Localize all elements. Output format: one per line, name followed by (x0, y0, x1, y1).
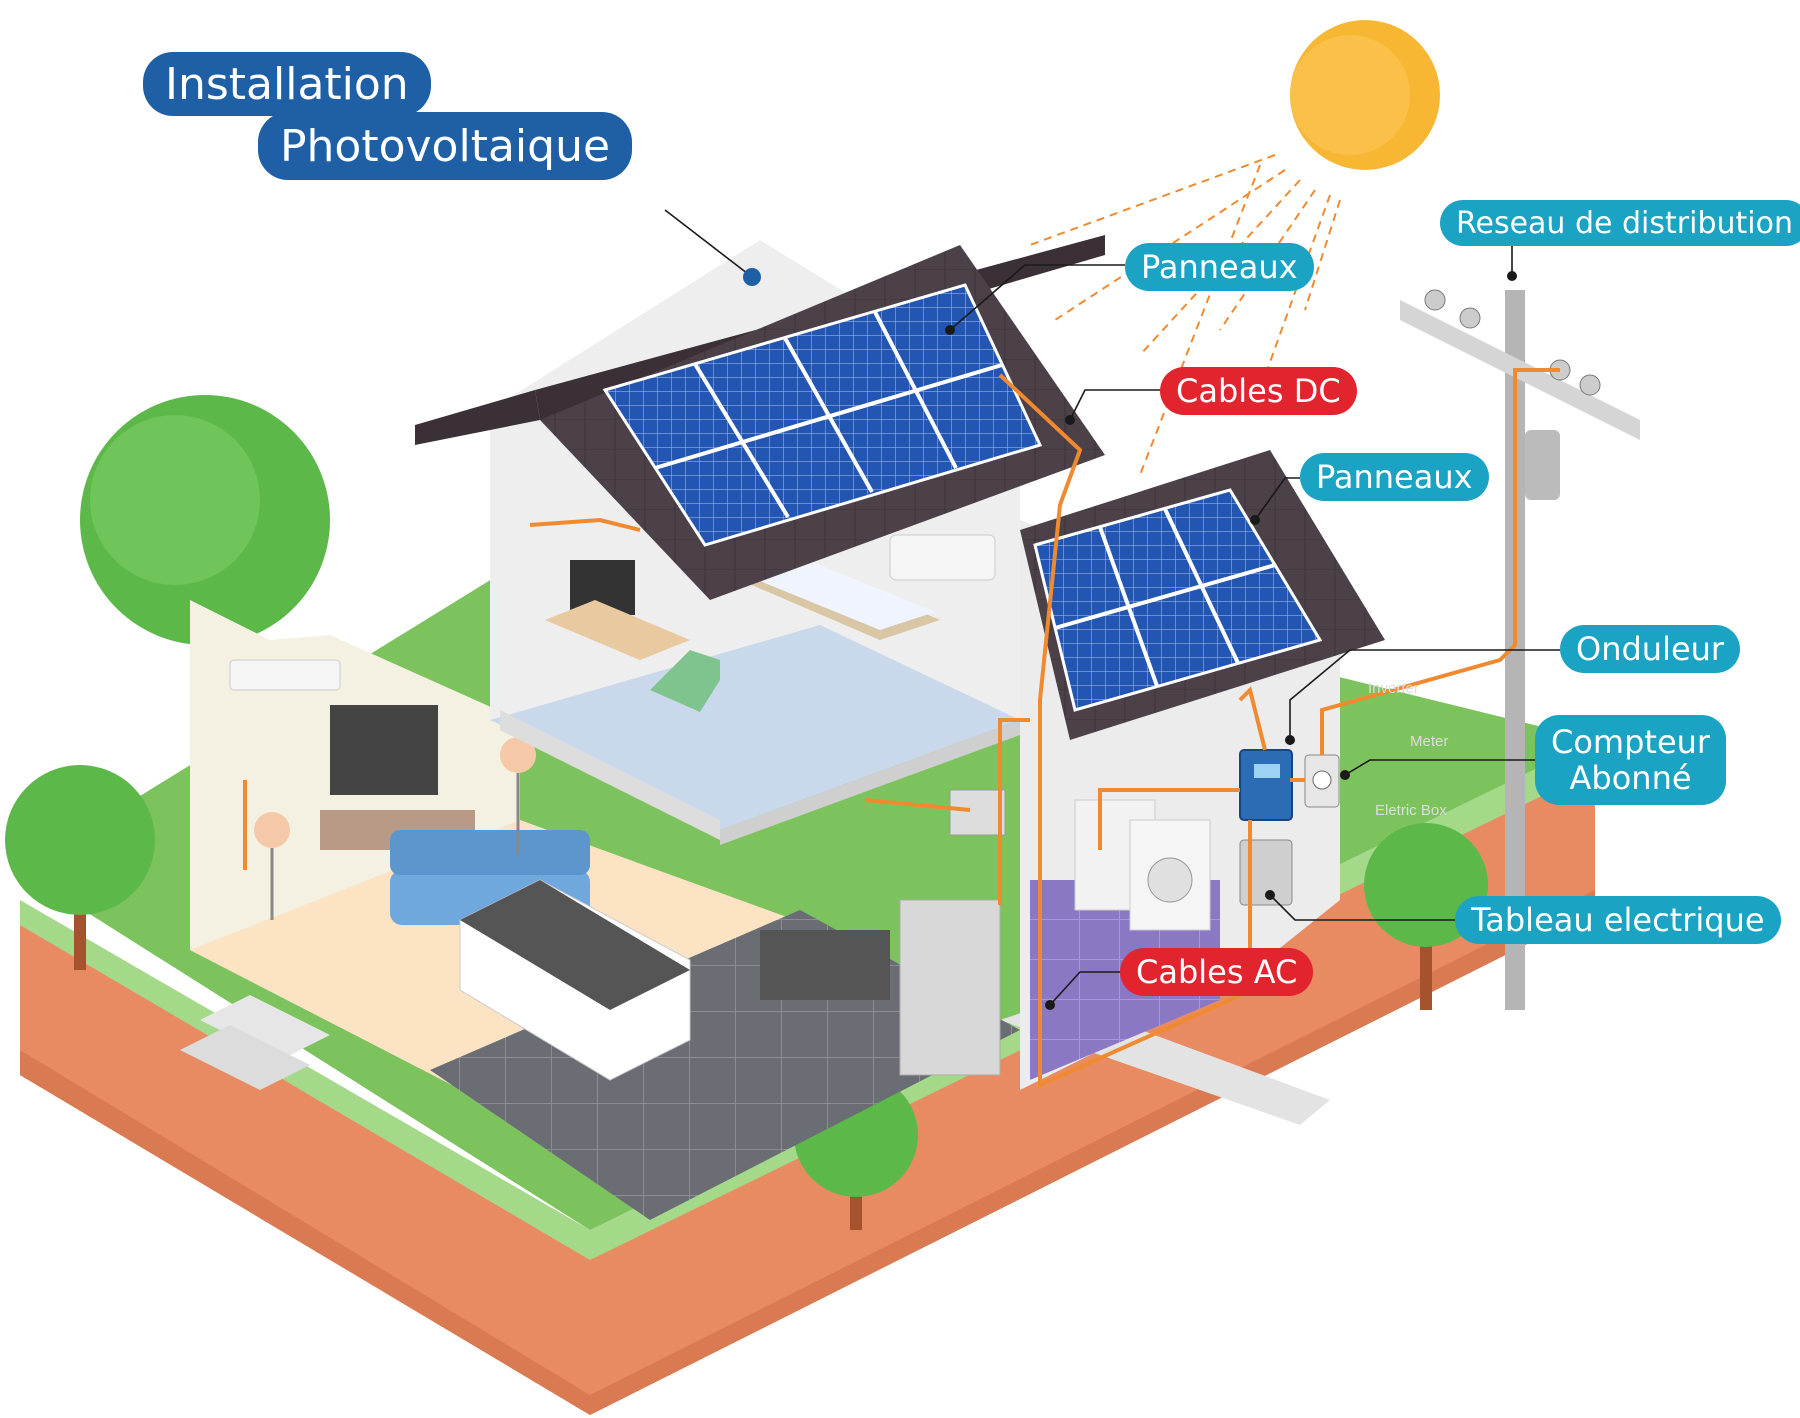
label-onduleur: Onduleur (1560, 625, 1741, 673)
inverter-faint-label: Inverter (1368, 680, 1419, 697)
meter-faint-label: Meter (1410, 733, 1449, 750)
kitchen (430, 879, 1020, 1220)
label-tableau-electrique: Tableau electrique (1455, 896, 1781, 944)
label-cables-ac: Cables AC (1120, 948, 1314, 996)
sun (1290, 20, 1440, 170)
tree-left-large (80, 395, 330, 650)
label-cables-dc: Cables DC (1160, 367, 1357, 415)
label-compteur-abonne: Compteur Abonné (1535, 715, 1727, 805)
fridge (899, 899, 1001, 1076)
label-panneaux-top: Panneaux (1125, 243, 1314, 291)
label-compteur-line2: Abonné (1569, 759, 1692, 797)
label-panneaux-lower: Panneaux (1300, 453, 1489, 501)
title-line2: Photovoltaique (258, 112, 633, 180)
tree-left-small (5, 765, 155, 970)
tv (330, 705, 438, 795)
meter-device (1304, 754, 1340, 808)
solar-array-lower (1033, 488, 1323, 712)
leader-dots (743, 268, 1517, 1010)
title-line1: Installation (143, 52, 431, 116)
cables (243, 368, 1560, 1089)
solar-array-upper (602, 283, 1043, 547)
inverter-device (1239, 749, 1293, 821)
label-compteur-line1: Compteur (1551, 723, 1711, 761)
label-reseau-distribution: Reseau de distribution (1440, 200, 1800, 246)
leader-lines (664, 209, 1560, 1006)
electric-box-faint-label: Eletric Box (1375, 802, 1447, 819)
electric-box (1239, 839, 1293, 906)
